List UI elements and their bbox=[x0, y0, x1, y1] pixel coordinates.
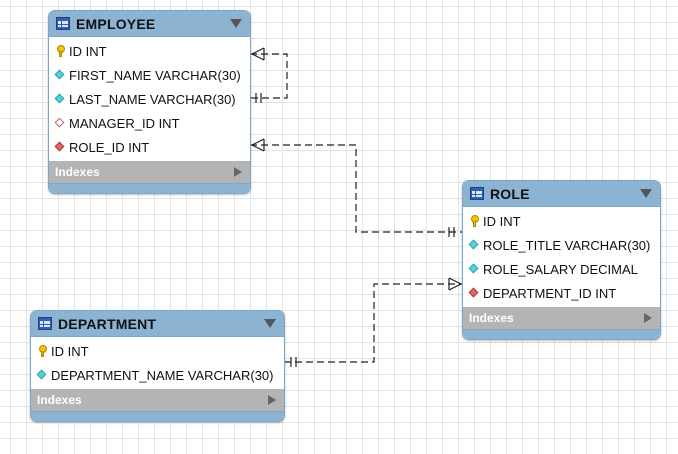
column-list: ID INT FIRST_NAME VARCHAR(30) LAST_NAME … bbox=[49, 37, 250, 161]
column-list: ID INT ROLE_TITLE VARCHAR(30) ROLE_SALAR… bbox=[463, 207, 660, 307]
table-title: DEPARTMENT bbox=[58, 315, 157, 332]
column-row[interactable]: ID INT bbox=[49, 39, 250, 63]
foreign-key-diamond-icon bbox=[468, 287, 480, 299]
indexes-section[interactable]: Indexes bbox=[463, 307, 660, 329]
indexes-label: Indexes bbox=[37, 393, 82, 407]
expand-arrow-icon[interactable] bbox=[268, 395, 276, 405]
table-footer bbox=[463, 329, 660, 339]
column-diamond-icon bbox=[36, 369, 48, 381]
column-label: ROLE_SALARY DECIMAL bbox=[483, 261, 638, 277]
primary-key-icon bbox=[54, 45, 66, 57]
column-row[interactable]: MANAGER_ID INT bbox=[49, 111, 250, 135]
column-label: DEPARTMENT_ID INT bbox=[483, 285, 617, 301]
one-marker bbox=[448, 227, 455, 237]
table-icon bbox=[56, 17, 70, 30]
table-footer bbox=[31, 411, 284, 421]
relationship-department-role[interactable] bbox=[284, 283, 463, 363]
table-header[interactable]: ROLE bbox=[463, 181, 660, 207]
column-row[interactable]: ID INT bbox=[463, 209, 660, 233]
collapse-arrow-icon[interactable] bbox=[264, 319, 276, 328]
column-row[interactable]: ROLE_TITLE VARCHAR(30) bbox=[463, 233, 660, 257]
indexes-label: Indexes bbox=[469, 311, 514, 325]
column-row[interactable]: ROLE_ID INT bbox=[49, 135, 250, 159]
column-diamond-icon bbox=[468, 239, 480, 251]
column-row[interactable]: ID INT bbox=[31, 339, 284, 363]
table-footer bbox=[49, 183, 250, 193]
table-icon bbox=[38, 317, 52, 330]
table-title: EMPLOYEE bbox=[76, 15, 156, 32]
column-row[interactable]: LAST_NAME VARCHAR(30) bbox=[49, 87, 250, 111]
crows-foot-many-marker bbox=[251, 47, 265, 61]
column-label: ROLE_ID INT bbox=[69, 139, 150, 155]
column-label: ID INT bbox=[483, 213, 521, 229]
column-label: MANAGER_ID INT bbox=[69, 115, 180, 131]
column-label: DEPARTMENT_NAME VARCHAR(30) bbox=[51, 367, 274, 383]
collapse-arrow-icon[interactable] bbox=[230, 19, 242, 28]
collapse-arrow-icon[interactable] bbox=[640, 189, 652, 198]
table-header[interactable]: EMPLOYEE bbox=[49, 11, 250, 37]
indexes-section[interactable]: Indexes bbox=[31, 389, 284, 411]
column-list: ID INT DEPARTMENT_NAME VARCHAR(30) bbox=[31, 337, 284, 389]
table-header[interactable]: DEPARTMENT bbox=[31, 311, 284, 337]
indexes-label: Indexes bbox=[55, 165, 100, 179]
department-table[interactable]: DEPARTMENT ID INT DEPARTMENT_NAME VARCHA… bbox=[30, 310, 285, 422]
crows-foot-many-marker bbox=[448, 277, 462, 291]
column-label: FIRST_NAME VARCHAR(30) bbox=[69, 67, 241, 83]
primary-key-icon bbox=[468, 215, 480, 227]
column-diamond-icon bbox=[468, 263, 480, 275]
crows-foot-many-marker bbox=[251, 138, 265, 152]
foreign-key-diamond-icon bbox=[54, 141, 66, 153]
relationship-employee-manager[interactable] bbox=[250, 53, 288, 99]
column-row[interactable]: ROLE_SALARY DECIMAL bbox=[463, 257, 660, 281]
table-title: ROLE bbox=[490, 185, 530, 202]
relationship-employee-role[interactable] bbox=[250, 144, 463, 233]
column-diamond-icon bbox=[54, 69, 66, 81]
column-label: ROLE_TITLE VARCHAR(30) bbox=[483, 237, 651, 253]
table-icon bbox=[470, 187, 484, 200]
column-diamond-icon bbox=[54, 93, 66, 105]
expand-arrow-icon[interactable] bbox=[644, 313, 652, 323]
one-marker bbox=[255, 93, 262, 103]
column-label: LAST_NAME VARCHAR(30) bbox=[69, 91, 236, 107]
column-row[interactable]: FIRST_NAME VARCHAR(30) bbox=[49, 63, 250, 87]
employee-table[interactable]: EMPLOYEE ID INT FIRST_NAME VARCHAR(30) L… bbox=[48, 10, 251, 194]
expand-arrow-icon[interactable] bbox=[234, 167, 242, 177]
column-label: ID INT bbox=[69, 43, 107, 59]
indexes-section[interactable]: Indexes bbox=[49, 161, 250, 183]
column-row[interactable]: DEPARTMENT_ID INT bbox=[463, 281, 660, 305]
one-marker bbox=[290, 357, 297, 367]
column-label: ID INT bbox=[51, 343, 89, 359]
column-row[interactable]: DEPARTMENT_NAME VARCHAR(30) bbox=[31, 363, 284, 387]
primary-key-icon bbox=[36, 345, 48, 357]
nullable-fk-diamond-icon bbox=[54, 117, 66, 129]
role-table[interactable]: ROLE ID INT ROLE_TITLE VARCHAR(30) ROLE_… bbox=[462, 180, 661, 340]
